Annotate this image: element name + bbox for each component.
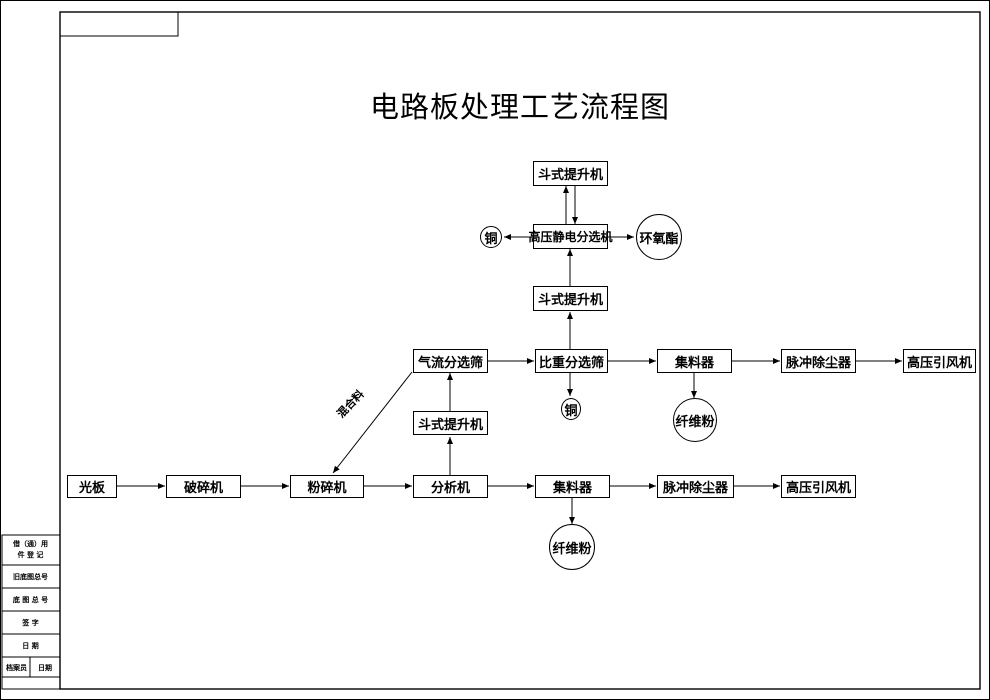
node-jiliaoqi-upper: 集料器 [657, 349, 732, 373]
node-qiliu: 气流分选筛 [413, 349, 488, 373]
titleblock-r6a: 档案员 [6, 664, 27, 672]
node-xianweifen-lower: 纤维粉 [549, 524, 595, 570]
node-jiliaoqi-lower: 集料器 [535, 475, 610, 498]
node-huanyangzhi: 环氧酯 [636, 214, 682, 260]
titleblock-r4: 签 字 [22, 619, 39, 627]
node-gaoya-upper: 高压引风机 [903, 349, 976, 373]
titleblock-r6b: 日期 [38, 664, 52, 672]
titleblock-r5: 日 期 [22, 642, 39, 650]
node-doushi-upper: 斗式提升机 [533, 286, 608, 311]
node-tong-top: 铜 [480, 226, 502, 248]
titleblock-r3: 底 图 总 号 [12, 596, 49, 604]
node-fenxiji: 分析机 [413, 475, 488, 498]
titleblock-r1a: 借（通）用 [13, 540, 48, 548]
node-tong-mid: 铜 [561, 398, 581, 420]
node-fensuiji: 粉碎机 [290, 475, 364, 498]
node-maichong-upper: 脉冲除尘器 [781, 349, 856, 373]
node-bizhong: 比重分选筛 [535, 349, 608, 373]
node-jingdian: 高压静电分选机 [529, 224, 613, 249]
node-doushi-mid: 斗式提升机 [413, 411, 488, 435]
titleblock-r1b: 件 登 记 [17, 551, 44, 559]
titleblock-r2: 旧底图总号 [13, 573, 48, 581]
node-gaoya-lower: 高压引风机 [781, 475, 856, 498]
node-posuiji: 破碎机 [166, 475, 241, 498]
node-xianweifen-upper: 纤维粉 [673, 398, 717, 442]
node-guangban: 光板 [67, 475, 117, 498]
node-maichong-lower: 脉冲除尘器 [657, 475, 734, 498]
node-doushi-top: 斗式提升机 [533, 161, 608, 186]
diagram-title: 电路板处理工艺流程图 [369, 90, 670, 124]
connectors [117, 186, 902, 524]
